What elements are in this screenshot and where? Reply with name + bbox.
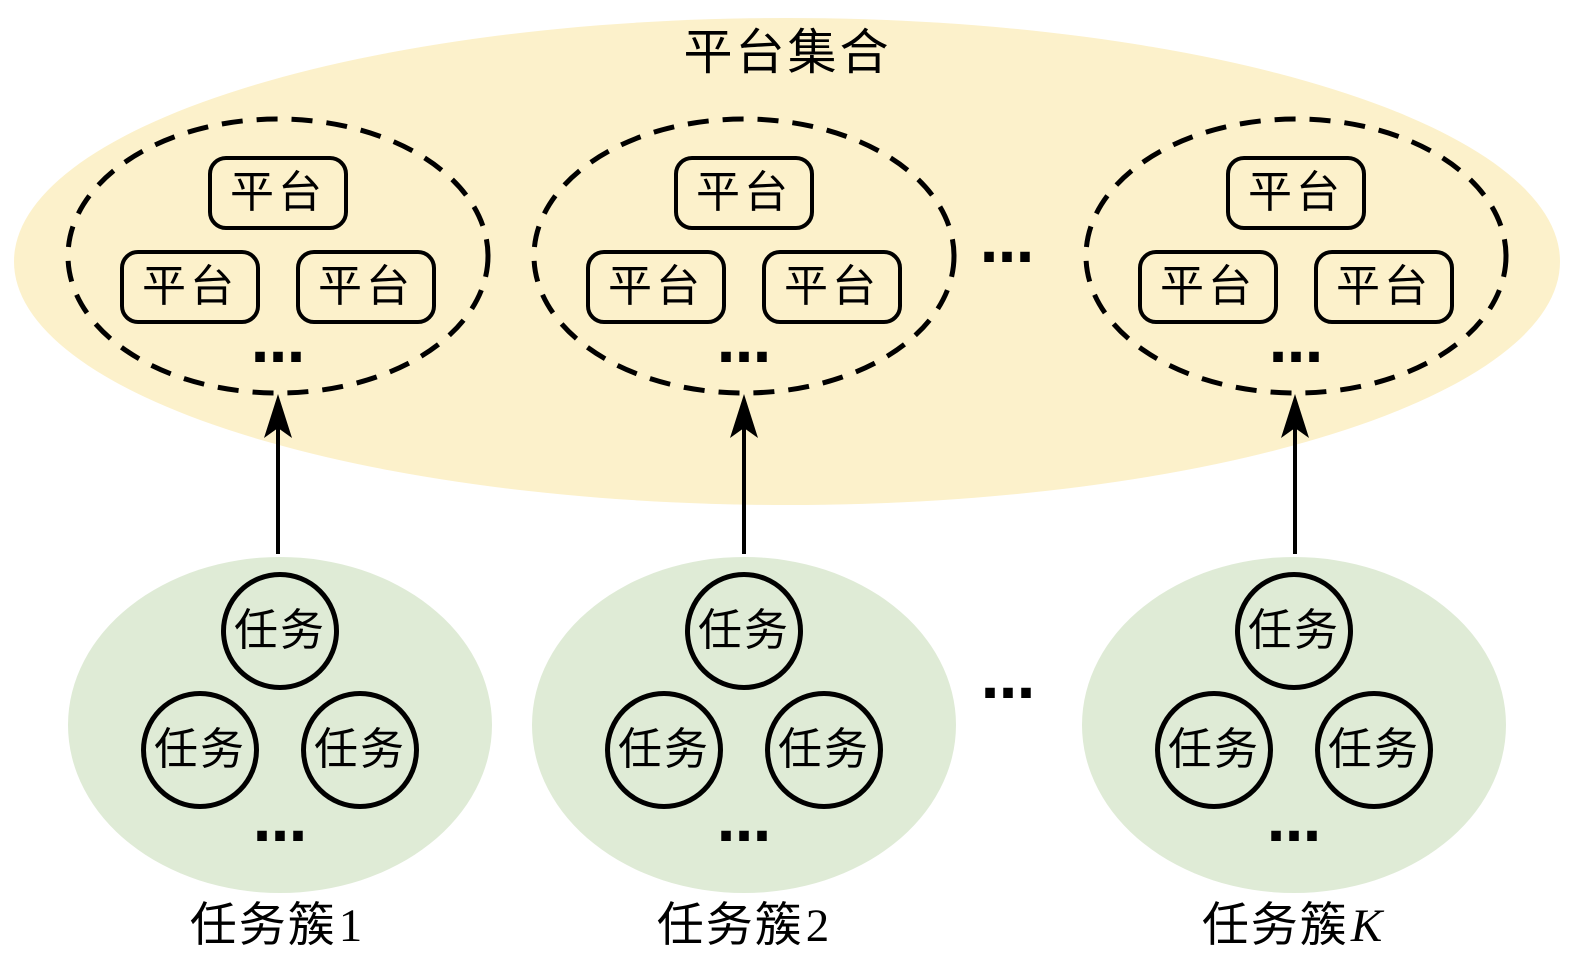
ellipsis-dots: …: [717, 312, 771, 375]
platform-group-1: 平台 平台 平台 …: [64, 114, 492, 398]
label-text: 任务簇: [1201, 900, 1349, 952]
label-text: 任务簇: [189, 900, 337, 952]
task-cluster-label-1: 任务簇1: [62, 898, 492, 954]
ellipsis-dots: …: [1267, 791, 1321, 854]
ellipsis-dots: …: [253, 791, 307, 854]
ellipsis-dots: …: [980, 212, 1034, 275]
task-cluster-k: 任务 任务 任务 …: [1082, 557, 1506, 893]
label-variable: K: [1350, 900, 1385, 952]
ellipsis-dots: …: [1269, 312, 1323, 375]
arrow-up: [1281, 394, 1309, 554]
platform-node: 平台: [296, 250, 436, 324]
task-node: 任务: [141, 691, 259, 809]
task-cluster-label-2: 任务簇2: [529, 898, 959, 954]
label-text: 任务簇: [656, 900, 804, 952]
platform-node: 平台: [674, 156, 814, 230]
arrow-up: [264, 394, 292, 554]
task-node: 任务: [221, 572, 339, 690]
task-node: 任务: [605, 691, 723, 809]
platform-node: 平台: [1138, 250, 1278, 324]
platform-set-title: 平台集合: [683, 25, 892, 80]
dashed-ellipse: [65, 116, 491, 396]
task-cluster-2: 任务 任务 任务 …: [532, 557, 956, 893]
dashed-ellipse: [531, 116, 957, 396]
task-node: 任务: [1155, 691, 1273, 809]
platform-node: 平台: [1314, 250, 1454, 324]
platform-node: 平台: [120, 250, 260, 324]
task-cluster-label-k: 任务簇K: [1078, 898, 1508, 954]
ellipsis-dots: …: [717, 791, 771, 854]
platform-group-2: 平台 平台 平台 …: [530, 114, 958, 398]
task-node: 任务: [685, 572, 803, 690]
platform-node: 平台: [762, 250, 902, 324]
ellipsis-dots: …: [981, 648, 1035, 711]
task-node: 任务: [301, 691, 419, 809]
platform-node: 平台: [208, 156, 348, 230]
task-cluster-1: 任务 任务 任务 …: [68, 557, 492, 893]
task-node: 任务: [765, 691, 883, 809]
arrow-up: [730, 394, 758, 554]
platform-node: 平台: [1226, 156, 1366, 230]
platform-node: 平台: [586, 250, 726, 324]
label-variable: 1: [338, 900, 365, 952]
platform-group-3: 平台 平台 平台 …: [1082, 114, 1510, 398]
dashed-ellipse: [1083, 116, 1509, 396]
task-node: 任务: [1315, 691, 1433, 809]
ellipsis-dots: …: [251, 312, 305, 375]
label-variable: 2: [805, 900, 832, 952]
task-node: 任务: [1235, 572, 1353, 690]
